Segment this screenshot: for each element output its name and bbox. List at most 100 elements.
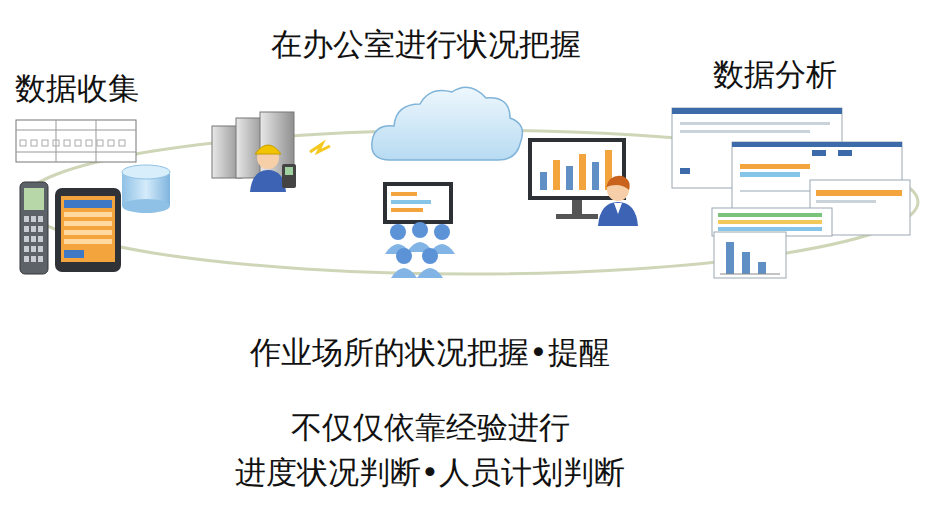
analyst-monitor (579, 154, 586, 190)
caption-label: 作业场所的状况把握•提醒 (250, 330, 609, 375)
report-screens (672, 108, 842, 114)
people-group (412, 222, 428, 238)
handheld-terminal (38, 236, 43, 242)
report-screens (672, 108, 910, 278)
people-group (434, 224, 450, 240)
report-screens (680, 122, 830, 125)
handheld-terminal (31, 256, 36, 262)
people-group (390, 224, 406, 240)
report-screens (740, 164, 810, 169)
floor-plan (56, 120, 57, 162)
floor-plan (97, 140, 103, 146)
tablet (61, 196, 115, 262)
handheld-terminal (24, 226, 29, 232)
floor-plan (20, 140, 26, 146)
people-group (417, 268, 443, 278)
tablet (64, 200, 112, 208)
report-screens (816, 190, 902, 196)
database-cylinder (122, 199, 170, 213)
floor-plan (53, 140, 59, 146)
report-screens (758, 262, 766, 274)
analyst-monitor (572, 200, 582, 214)
tablet (55, 188, 121, 272)
report-screens (812, 150, 826, 156)
floor-plan (16, 130, 136, 131)
server-racks (212, 112, 294, 178)
floor-plan (31, 140, 37, 146)
handheld-terminal (38, 216, 43, 222)
caption-label: 数据分析 (713, 52, 837, 97)
report-screens (718, 227, 822, 231)
report-screens (726, 242, 734, 274)
handheld-terminal (24, 246, 29, 252)
handheld-terminal (31, 226, 36, 232)
handheld-terminal (31, 246, 36, 252)
report-screens (838, 150, 852, 156)
analyst-monitor (556, 214, 598, 219)
report-screens (732, 142, 902, 147)
report-screens (718, 220, 822, 224)
tablet (64, 221, 112, 226)
worker (282, 164, 296, 188)
caption-label: 数据收集 (15, 66, 139, 111)
handheld-terminal (24, 236, 29, 242)
floor-plan (96, 120, 97, 162)
cloud (372, 87, 523, 160)
analyst (598, 176, 638, 226)
worker (255, 145, 281, 154)
worker (250, 170, 286, 192)
database-cylinder (122, 165, 170, 213)
office-monitor (391, 200, 431, 204)
people-group (396, 248, 412, 264)
analyst (614, 203, 622, 214)
cloud (372, 87, 523, 160)
report-screens (740, 172, 800, 177)
handheld-terminal (24, 216, 43, 262)
people-group (385, 222, 455, 278)
report-screens (720, 274, 780, 275)
office-monitor (391, 208, 423, 212)
floor-plan (16, 120, 136, 162)
analyst-monitor (566, 166, 573, 190)
floor-plan (108, 140, 114, 146)
handheld-terminal (38, 246, 43, 252)
wireless-signal (310, 144, 330, 152)
floor-plan (86, 140, 92, 146)
office-monitor (383, 182, 453, 224)
analyst-monitor (592, 162, 599, 190)
tablet (55, 188, 121, 272)
report-screens (718, 213, 822, 217)
tablet (64, 230, 112, 235)
database-cylinder (122, 165, 170, 179)
office-monitor (383, 182, 453, 224)
floor-plan (119, 140, 125, 146)
worker (250, 145, 296, 192)
tablet (64, 212, 112, 217)
handheld-terminal (31, 236, 36, 242)
floor-plan (20, 140, 125, 146)
office-monitor (391, 192, 417, 196)
worker (285, 167, 293, 175)
floor-plan (64, 140, 70, 146)
analyst-monitor (553, 160, 560, 190)
analyst-monitor (540, 172, 547, 190)
caption-label: 不仅仅依靠经验进行 进度状况判断•人员计划判断 (210, 405, 650, 495)
handheld-terminal (20, 182, 48, 274)
handheld-terminal (20, 182, 48, 274)
handheld-terminal (31, 216, 36, 222)
report-screens (742, 252, 750, 274)
caption-label: 在办公室进行状况把握 (271, 22, 581, 67)
people-group (422, 248, 438, 264)
people-group (391, 268, 417, 278)
floor-plan (42, 140, 48, 146)
handheld-terminal (24, 256, 29, 262)
analyst-monitor (540, 150, 612, 190)
handheld-terminal (24, 216, 29, 222)
handheld-terminal (24, 188, 44, 210)
handheld-terminal (38, 256, 43, 262)
handheld-terminal (38, 226, 43, 232)
floor-plan (75, 140, 81, 146)
tablet (64, 239, 112, 244)
floor-plan (16, 152, 136, 153)
